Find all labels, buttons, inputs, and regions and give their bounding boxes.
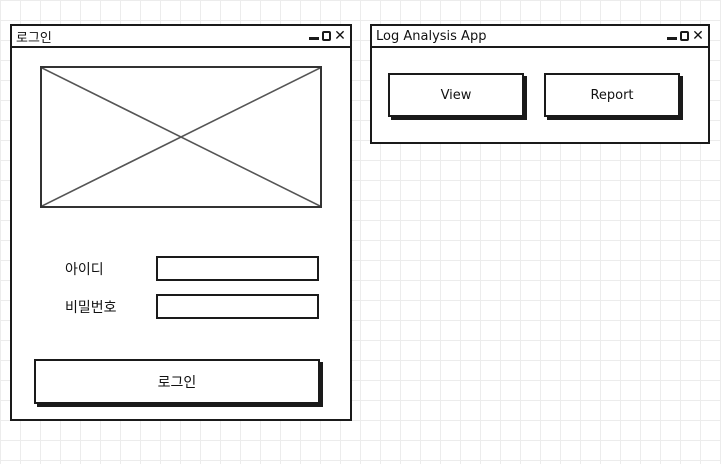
close-icon[interactable]: ✕ bbox=[334, 28, 346, 44]
app-window-titlebar: Log Analysis App ✕ bbox=[372, 26, 708, 48]
login-window-controls: ✕ bbox=[308, 28, 346, 44]
password-label: 비밀번호 bbox=[65, 300, 117, 316]
id-field[interactable] bbox=[156, 256, 319, 281]
report-button[interactable]: Report bbox=[544, 73, 680, 117]
login-button[interactable]: 로그인 bbox=[34, 359, 320, 404]
id-label: 아이디 bbox=[65, 262, 104, 278]
login-window: 로그인 ✕ 아이디 비밀번호 로그인 bbox=[10, 24, 352, 421]
minimize-icon[interactable] bbox=[308, 30, 319, 42]
login-window-title: 로그인 bbox=[16, 30, 52, 46]
password-field[interactable] bbox=[156, 294, 319, 319]
view-button[interactable]: View bbox=[388, 73, 524, 117]
login-window-titlebar: 로그인 ✕ bbox=[12, 26, 350, 48]
maximize-icon[interactable] bbox=[321, 30, 332, 42]
close-icon[interactable]: ✕ bbox=[692, 28, 704, 44]
maximize-icon[interactable] bbox=[679, 30, 690, 42]
app-window-title: Log Analysis App bbox=[376, 28, 487, 44]
app-window-controls: ✕ bbox=[666, 28, 704, 44]
image-placeholder-icon bbox=[40, 66, 322, 208]
image-placeholder-cross bbox=[42, 68, 320, 206]
app-window: Log Analysis App ✕ View Report bbox=[370, 24, 710, 144]
minimize-icon[interactable] bbox=[666, 30, 677, 42]
